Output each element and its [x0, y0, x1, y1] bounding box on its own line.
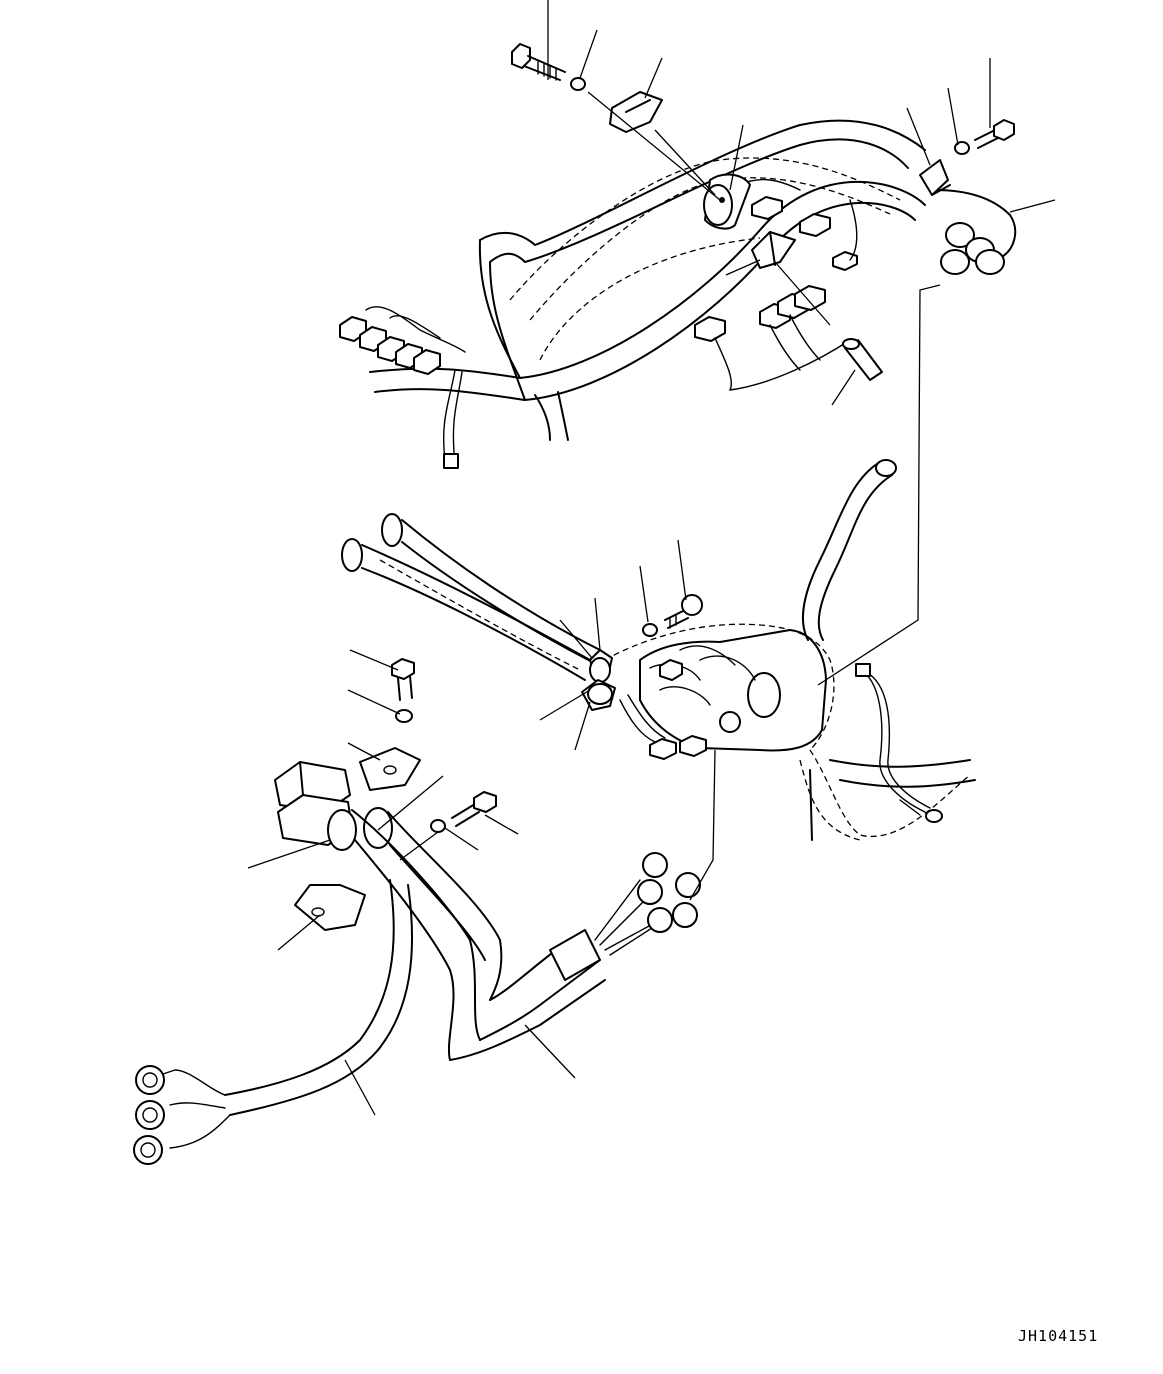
right-bracket: [919, 159, 951, 196]
middle-clamp-lower: [581, 679, 616, 711]
leader-lines: [247, 0, 1056, 1116]
lower-washer-diagonal: [430, 819, 446, 833]
middle-bracket: [751, 231, 796, 269]
middle-connector-cluster: [694, 285, 851, 391]
upper-clip-block: [609, 91, 663, 133]
control-panel-body: [619, 629, 827, 760]
lower-clip-lower: [294, 884, 366, 931]
upper-bolt: [511, 43, 566, 81]
lower-harness-assembly: [133, 761, 701, 1165]
harness-collar-left: [327, 809, 357, 851]
lower-clip-upper: [359, 747, 421, 791]
middle-cable-assembly: [341, 459, 976, 841]
right-washer: [954, 141, 970, 155]
right-bolt: [974, 119, 1015, 149]
harness-clamp-band: [703, 173, 751, 230]
lower-washer-vertical: [395, 709, 413, 723]
lower-bolt-diagonal: [451, 791, 497, 827]
right-harness-connectors: [594, 852, 701, 956]
left-connector-cluster: [339, 306, 466, 375]
upper-harness-assembly: [339, 119, 1017, 469]
protective-sleeve: [842, 338, 883, 381]
right-end-connectors: [934, 189, 1017, 275]
lower-bolt-vertical: [391, 658, 415, 701]
drawing-id-label: JH104151: [1018, 1327, 1099, 1345]
middle-bolt: [664, 594, 703, 629]
middle-clamp-upper: [589, 649, 613, 683]
left-harness-connectors: [133, 1065, 231, 1165]
middle-washer: [642, 623, 658, 637]
upper-washer: [570, 77, 586, 91]
